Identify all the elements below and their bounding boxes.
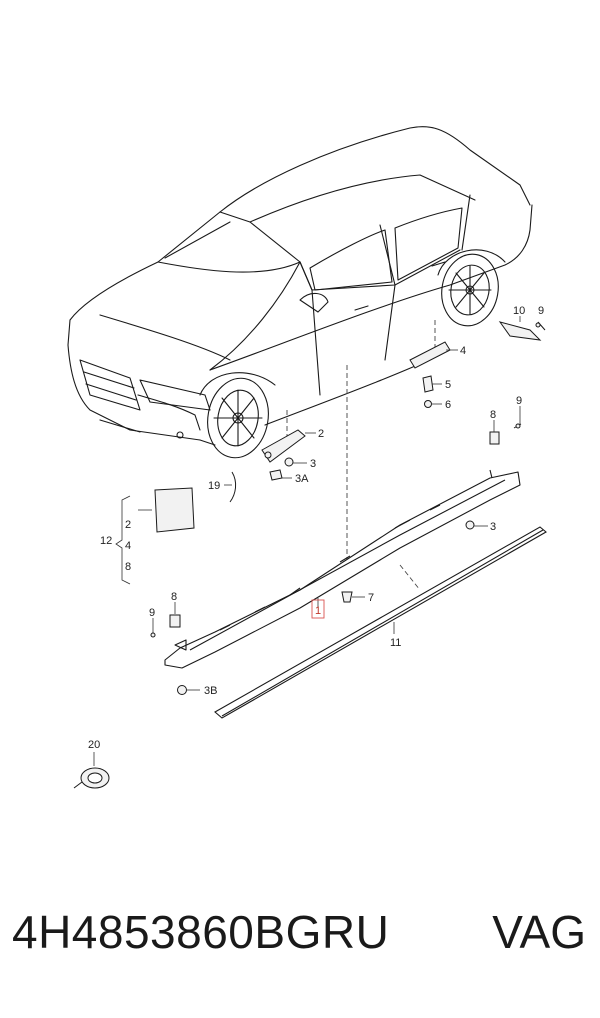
sill-strip-part <box>214 526 547 719</box>
callout-10: 10 <box>513 305 525 317</box>
callout-6: 6 <box>445 399 451 411</box>
callout-19: 19 <box>208 480 220 492</box>
part-number: 4H4853860BGRU <box>12 906 390 958</box>
callout-3-rear: 3 <box>490 521 496 533</box>
small-parts <box>73 321 546 789</box>
callout-12: 12 <box>100 535 112 547</box>
kit-item-8: 8 <box>125 561 131 573</box>
kit-item-2: 2 <box>125 519 131 531</box>
dashed-leaders <box>286 320 436 591</box>
footer: 4H4853860BGRU VAG <box>0 905 600 985</box>
callout-7: 7 <box>368 592 374 604</box>
callout-8-rear: 8 <box>490 409 496 421</box>
callout-2: 2 <box>318 428 324 440</box>
callout-9-front: 9 <box>149 607 155 619</box>
highlight-box <box>311 599 325 619</box>
callout-11: 11 <box>390 637 401 649</box>
callout-labels: 1 2 3 3A 4 5 6 10 9 8 9 3 7 11 3B 8 9 19… <box>88 305 544 751</box>
callout-9-mid: 9 <box>516 395 522 407</box>
callout-20: 20 <box>88 739 100 751</box>
car-illustration <box>67 126 533 459</box>
callout-9-rear: 9 <box>538 305 544 317</box>
callout-8-front: 8 <box>171 591 177 603</box>
callout-3b: 3B <box>204 685 217 697</box>
callout-1: 1 <box>315 605 321 617</box>
sill-trim-part <box>164 469 521 669</box>
callout-leaders <box>93 316 521 766</box>
brand-label: VAG <box>492 906 586 958</box>
callout-3-front: 3 <box>310 458 316 470</box>
callout-5: 5 <box>445 379 451 391</box>
kit-item-4: 4 <box>125 540 131 552</box>
callout-3a: 3A <box>295 473 309 485</box>
callout-4: 4 <box>460 345 466 357</box>
